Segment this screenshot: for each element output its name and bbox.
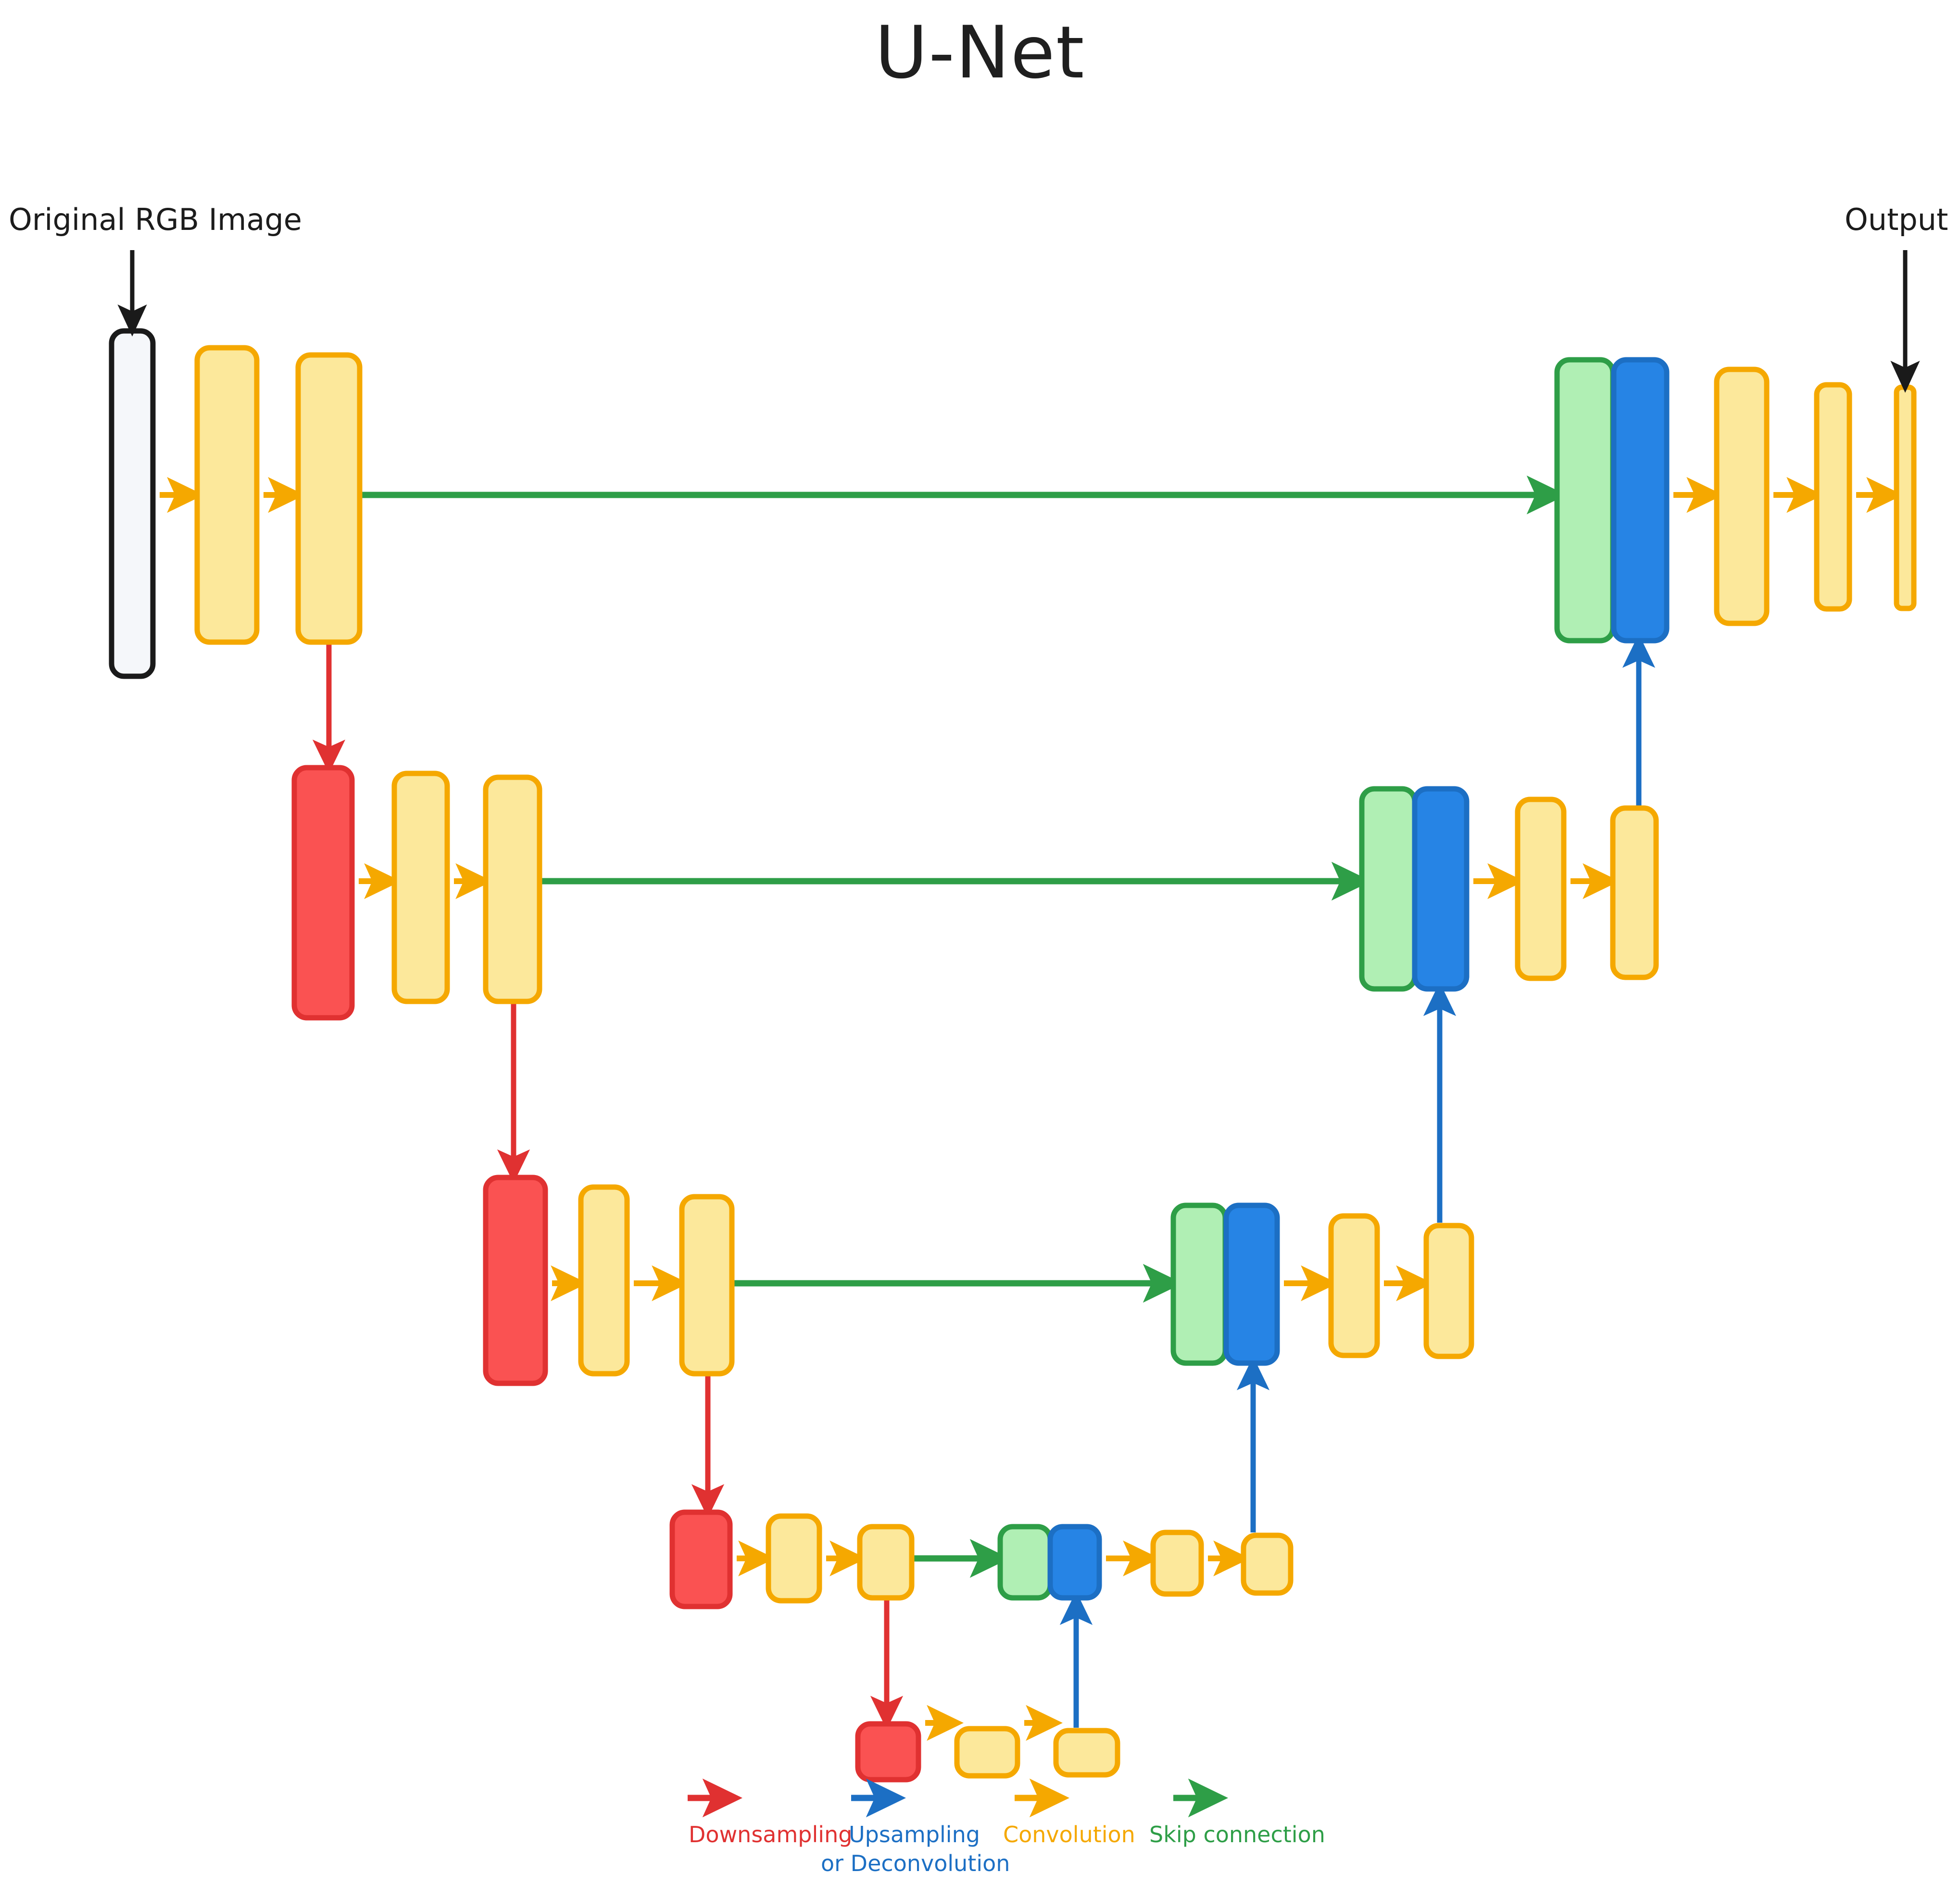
dec1-out-box [1894,384,1917,611]
dec1-conv1-box [1714,367,1770,626]
box-layer [109,328,1917,1783]
input-image-box [109,328,156,679]
legend-label-skip_connection: Skip connection [1149,1822,1325,1847]
dec4-up-box [1047,1524,1102,1601]
dec2-up-box [1412,786,1470,992]
dec4-conv2-box [1241,1532,1294,1596]
bottleneck-conv2-box [1053,1728,1120,1778]
dec1-up-box [1611,357,1670,644]
dec4-conv1-box [1150,1530,1204,1597]
dec2-skip-box [1359,786,1418,992]
dec2-conv2-box [1610,805,1659,980]
legend-label-convolution: Convolution [1003,1822,1135,1847]
dec3-up-box [1223,1202,1280,1366]
enc4-conv1-box [766,1513,822,1604]
down4-box [855,1721,921,1783]
dec1-conv2-box [1814,382,1852,612]
legend-label-downsampling: Downsampling [689,1822,852,1847]
io-layer: Original RGB Image Output [9,202,1948,393]
enc4-conv2-box [857,1524,915,1601]
dec4-skip-box [997,1524,1053,1601]
arrow-layer [160,475,1903,1741]
down1-box [291,765,355,1021]
dec3-conv1-box [1328,1213,1380,1358]
legend-label-upsampling: Upsampling [849,1822,980,1847]
enc2-conv2-box [483,774,542,1004]
enc1-conv2-box [295,352,363,645]
enc3-conv2-box [679,1194,735,1377]
enc3-conv1-box [578,1184,630,1377]
enc1-conv1-box [194,345,260,645]
down2-box [483,1175,548,1386]
page-title: U-Net [875,11,1085,95]
enc2-conv1-box [391,771,450,1004]
bottleneck-conv1-box [954,1726,1020,1779]
dec3-skip-box [1170,1202,1228,1366]
dec3-conv2-box [1423,1223,1474,1359]
output-label: Output [1845,202,1948,237]
down3-box [669,1509,733,1609]
dec2-conv1-box [1515,797,1567,981]
legend-label-upsampling-line2: or Deconvolution [821,1850,1010,1876]
input-label: Original RGB Image [9,202,302,237]
dec1-skip-box [1554,357,1616,644]
